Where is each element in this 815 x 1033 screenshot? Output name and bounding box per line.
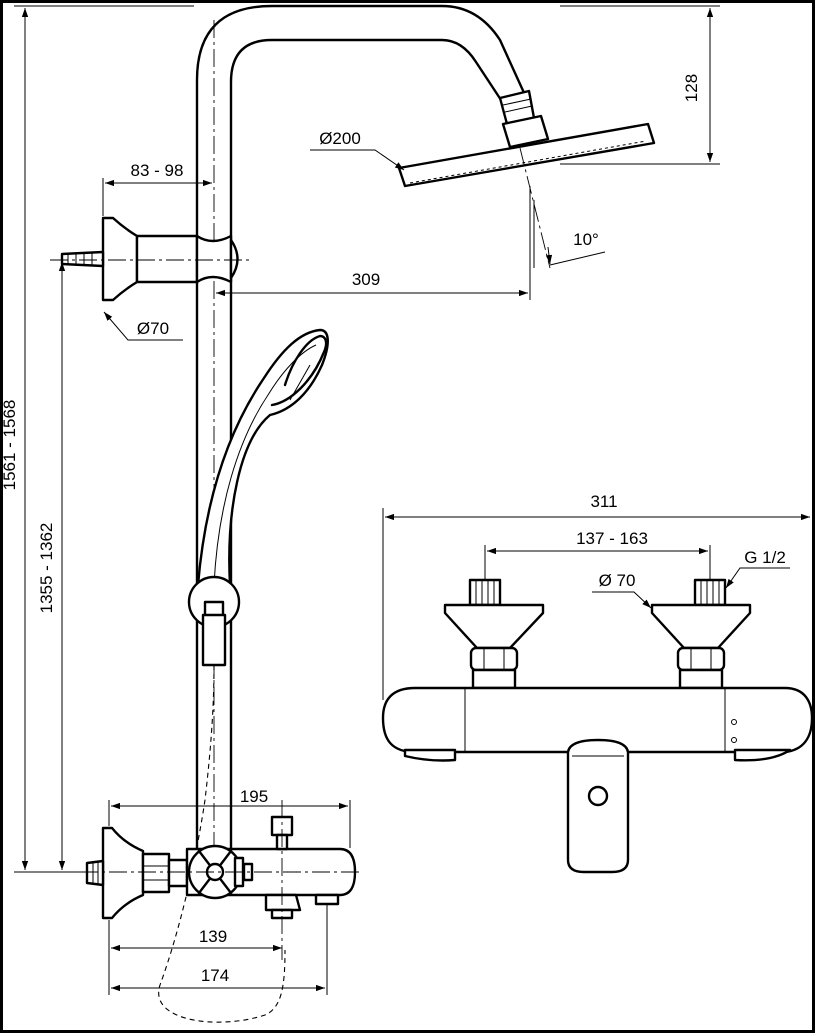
mixer-front-view	[381, 578, 812, 874]
mixer-side-view	[80, 800, 360, 960]
dim-head-projection: 309	[352, 270, 380, 289]
dim-mixer-width: 311	[590, 492, 617, 511]
shower-hose	[158, 664, 286, 1023]
overhead-shower-head	[397, 89, 656, 269]
dim-head-diameter: Ø200	[319, 129, 361, 148]
drawing-svg: 1561 - 1568 1355 - 1362 83 - 98 Ø70 309 …	[3, 4, 812, 1023]
side-dimension-labels: 1561 - 1568 1355 - 1362 83 - 98 Ø70 309 …	[3, 74, 701, 985]
dim-mixer-length: 195	[240, 787, 268, 806]
dim-wall-flange: Ø70	[137, 319, 169, 338]
dim-spout-offset: 174	[201, 966, 229, 985]
dim-mixer-thread: G 1/2	[744, 548, 786, 567]
dim-handle-offset: 139	[199, 927, 227, 946]
dim-mixer-flange: Ø 70	[599, 571, 636, 590]
dim-mixer-centres: 137 - 163	[576, 529, 648, 548]
hand-shower	[196, 328, 329, 587]
dim-wall-offset: 83 - 98	[131, 161, 184, 180]
front-dimension-lines	[382, 508, 810, 700]
slider-clamp	[187, 575, 241, 667]
wall-bracket	[50, 216, 250, 302]
dim-head-tilt: 10°	[573, 230, 599, 249]
dim-outlet-height: 1355 - 1362	[37, 523, 56, 614]
dim-head-drop: 128	[682, 74, 701, 102]
front-dimension-labels: 311 137 - 163 G 1/2 Ø 70	[576, 492, 786, 590]
shower-riser-rail	[195, 4, 527, 880]
dim-total-height: 1561 - 1568	[3, 400, 19, 491]
side-dimension-lines	[14, 5, 720, 995]
